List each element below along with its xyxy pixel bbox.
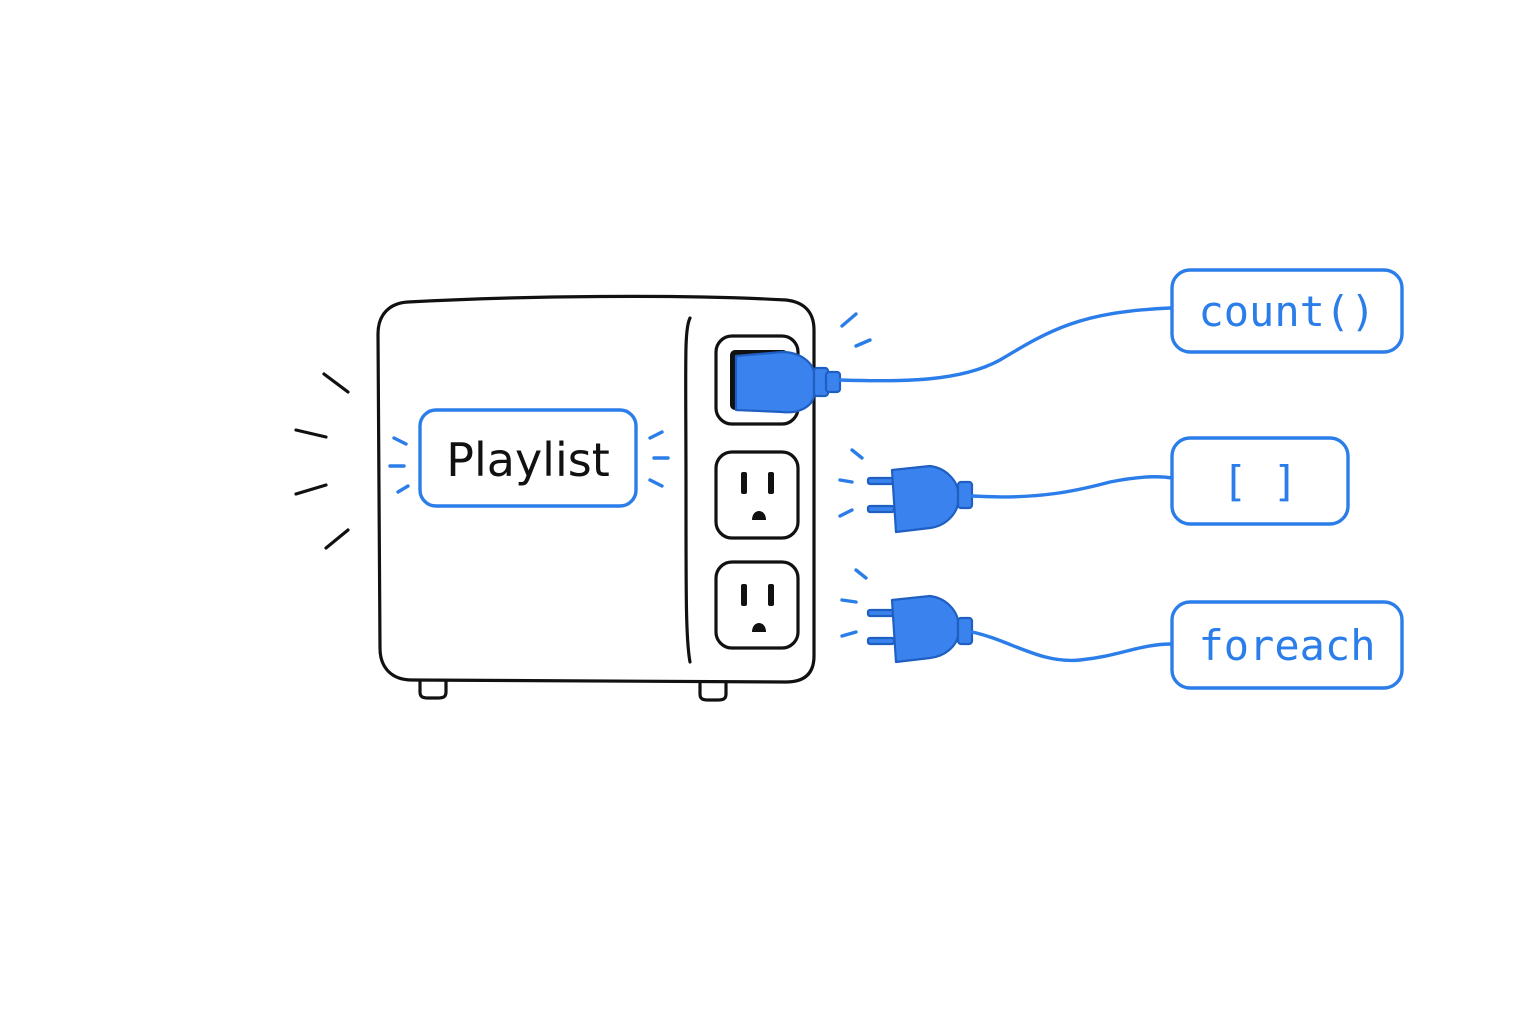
left-emphasis-marks (294, 372, 350, 550)
power-strip-body (376, 294, 816, 702)
foreach-label: foreach (1198, 621, 1375, 670)
foreach-label-box: foreach (1170, 600, 1404, 690)
device-label-box: Playlist (388, 408, 670, 508)
foot-right (698, 682, 728, 702)
foot-left (418, 680, 448, 700)
indexer-plug (838, 448, 1174, 534)
count-label-box: count() (1170, 268, 1404, 354)
count-plug (734, 306, 1172, 414)
indexer-label: [ ] (1222, 457, 1298, 506)
outlet-3 (714, 560, 800, 650)
foreach-plug (840, 568, 1174, 664)
outlet-2 (714, 450, 800, 540)
indexer-label-box: [ ] (1170, 436, 1350, 526)
count-label: count() (1198, 287, 1375, 336)
device-label: Playlist (446, 433, 610, 487)
